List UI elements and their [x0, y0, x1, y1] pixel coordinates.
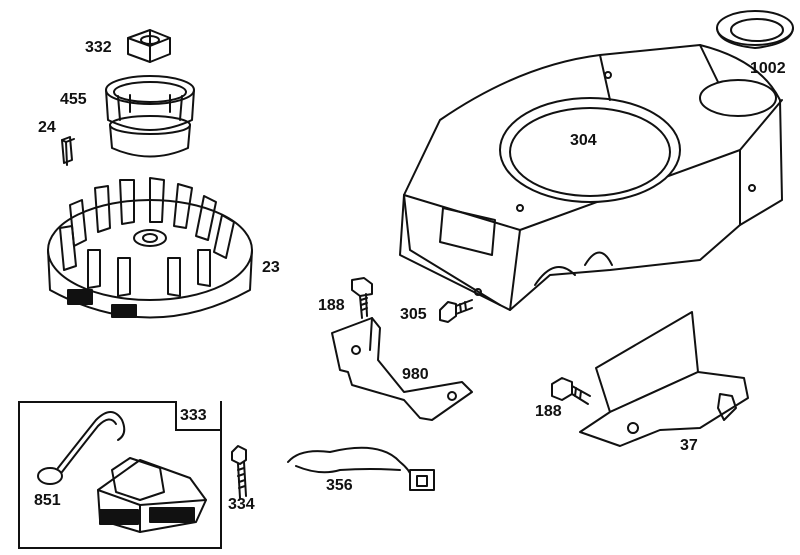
callout-305: 305	[400, 306, 427, 323]
armature-inset-tag	[175, 401, 220, 431]
bracket-980-part	[331, 317, 473, 421]
hex-nut-part	[127, 29, 171, 63]
armature-inset-frame	[18, 401, 222, 549]
callout-980: 980	[402, 366, 429, 383]
callout-23: 23	[262, 259, 280, 276]
callout-455: 455	[60, 91, 87, 108]
flywheel-part	[47, 177, 253, 319]
callout-37: 37	[680, 437, 698, 454]
callout-851: 851	[34, 492, 61, 509]
ground-wire-part	[287, 446, 435, 491]
starter-cup-part	[105, 75, 195, 158]
callout-334: 334	[228, 496, 255, 513]
callout-304: 304	[570, 132, 597, 149]
callout-24: 24	[38, 119, 56, 136]
blower-housing-part	[399, 44, 783, 311]
screw-334-part	[231, 445, 247, 499]
screw-188-left-part	[351, 277, 373, 319]
callout-332: 332	[85, 39, 112, 56]
grommet-part	[716, 10, 794, 49]
callout-333: 333	[180, 407, 207, 424]
callout-188-left: 188	[318, 297, 345, 314]
callout-188-right: 188	[535, 403, 562, 420]
callout-1002: 1002	[750, 60, 786, 77]
shield-37-part	[579, 311, 749, 447]
screw-188-right-part	[551, 377, 591, 405]
armature-assembly-part	[37, 411, 207, 533]
flywheel-key-part	[61, 136, 75, 166]
screw-305-part	[439, 299, 473, 323]
callout-356: 356	[326, 477, 353, 494]
